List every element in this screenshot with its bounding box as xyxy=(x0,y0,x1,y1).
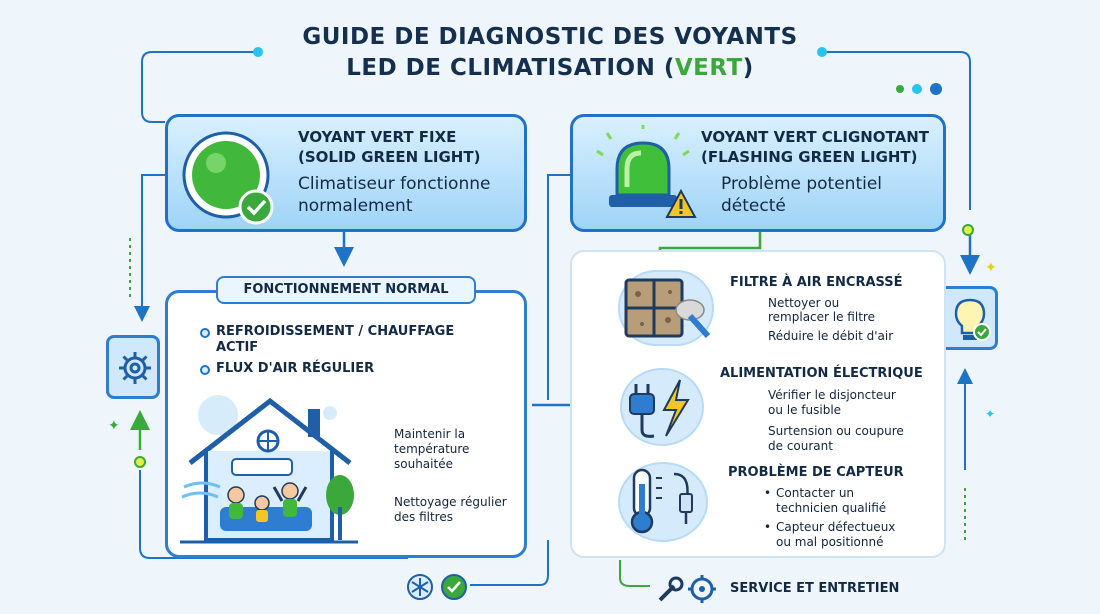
green-led-check-icon xyxy=(182,131,274,225)
flash-heading-2: (FLASHING GREEN LIGHT) xyxy=(701,148,918,166)
sensor-title: PROBLÈME DE CAPTEUR xyxy=(728,465,904,480)
power-effect-1: Surtension ou coupure xyxy=(768,424,904,438)
bullet2-text: FLUX D'AIR RÉGULIER xyxy=(216,361,375,376)
house-family-icon xyxy=(180,395,358,544)
filter-title: FILTRE À AIR ENCRASSÉ xyxy=(730,275,903,290)
solid-heading-1: VOYANT VERT FIXE xyxy=(298,128,457,146)
decor-dot-green xyxy=(896,85,904,93)
gear-box xyxy=(106,335,160,399)
flash-desc-1: Problème potentiel xyxy=(721,174,883,194)
decor-dot-blue xyxy=(930,83,942,95)
solid-green-card: VOYANT VERT FIXE (SOLID GREEN LIGHT) Cli… xyxy=(165,114,527,232)
bullet1-line1: REFROIDISSEMENT / CHAUFFAGE xyxy=(216,324,455,339)
service-label: SERVICE ET ENTRETIEN xyxy=(730,581,900,596)
siren-warning-icon xyxy=(596,125,697,218)
sensor-bullet-b: • xyxy=(764,520,772,534)
sensor-action-2: technicien qualifié xyxy=(776,501,887,515)
title-line-1: GUIDE DE DIAGNOSTIC DES VOYANTS xyxy=(302,24,798,50)
power-action-1: Vérifier le disjoncteur xyxy=(768,388,896,402)
sensor-effect-2: ou mal positionné xyxy=(776,535,884,549)
bullet-dot-1 xyxy=(200,328,210,338)
bullet-dot-2 xyxy=(200,365,210,375)
diagram-title: GUIDE DE DIAGNOSTIC DES VOYANTS LED DE C… xyxy=(0,22,1100,84)
dirty-filter-icon xyxy=(624,278,711,339)
sensor-bullet-a: • xyxy=(764,486,772,500)
svg-text:✦: ✦ xyxy=(985,260,997,276)
bottom-status-icons xyxy=(407,574,467,600)
sensor-action-1: Contacter un xyxy=(776,486,855,500)
outcome1-line1: Maintenir la xyxy=(394,427,466,441)
decor-dot-cyan xyxy=(912,84,922,94)
outcome1-line3: souhaitée xyxy=(394,457,453,471)
bullet1-line2: ACTIF xyxy=(216,340,259,355)
title-highlight-vert: VERT xyxy=(674,55,743,81)
filter-action-1: Nettoyer ou xyxy=(768,296,840,310)
svg-text:✦: ✦ xyxy=(985,407,995,421)
plug-lightning-icon xyxy=(629,379,690,438)
filter-effect: Réduire le débit d'air xyxy=(768,329,894,343)
normal-operation-label: FONCTIONNEMENT NORMAL xyxy=(216,276,476,304)
flash-desc-2: détecté xyxy=(721,196,786,216)
outcome1-line2: température xyxy=(394,442,470,456)
bulb-check-icon xyxy=(954,298,991,341)
power-action-2: ou le fusible xyxy=(768,403,842,417)
solid-heading-2: (SOLID GREEN LIGHT) xyxy=(298,148,481,166)
power-effect-2: de courant xyxy=(768,439,833,453)
title-line-2: LED DE CLIMATISATION (VERT) xyxy=(346,55,754,81)
filter-action-2: remplacer le filtre xyxy=(768,310,875,324)
thermometer-sensor-icon xyxy=(630,468,693,534)
outcome2-line2: des filtres xyxy=(394,510,453,524)
wrench-gear-icon xyxy=(658,575,716,603)
outcome2-line1: Nettoyage régulier xyxy=(394,495,507,509)
solid-desc-2: normalement xyxy=(298,196,413,216)
power-title: ALIMENTATION ÉLECTRIQUE xyxy=(720,366,923,381)
sensor-effect-1: Capteur défectueux xyxy=(776,520,896,534)
flashing-green-card: VOYANT VERT CLIGNOTANT (FLASHING GREEN L… xyxy=(570,114,946,232)
flash-heading-1: VOYANT VERT CLIGNOTANT xyxy=(701,128,930,146)
solid-desc-1: Climatiseur fonctionne xyxy=(298,174,491,194)
gear-icon xyxy=(119,352,151,384)
svg-text:✦: ✦ xyxy=(108,418,120,434)
